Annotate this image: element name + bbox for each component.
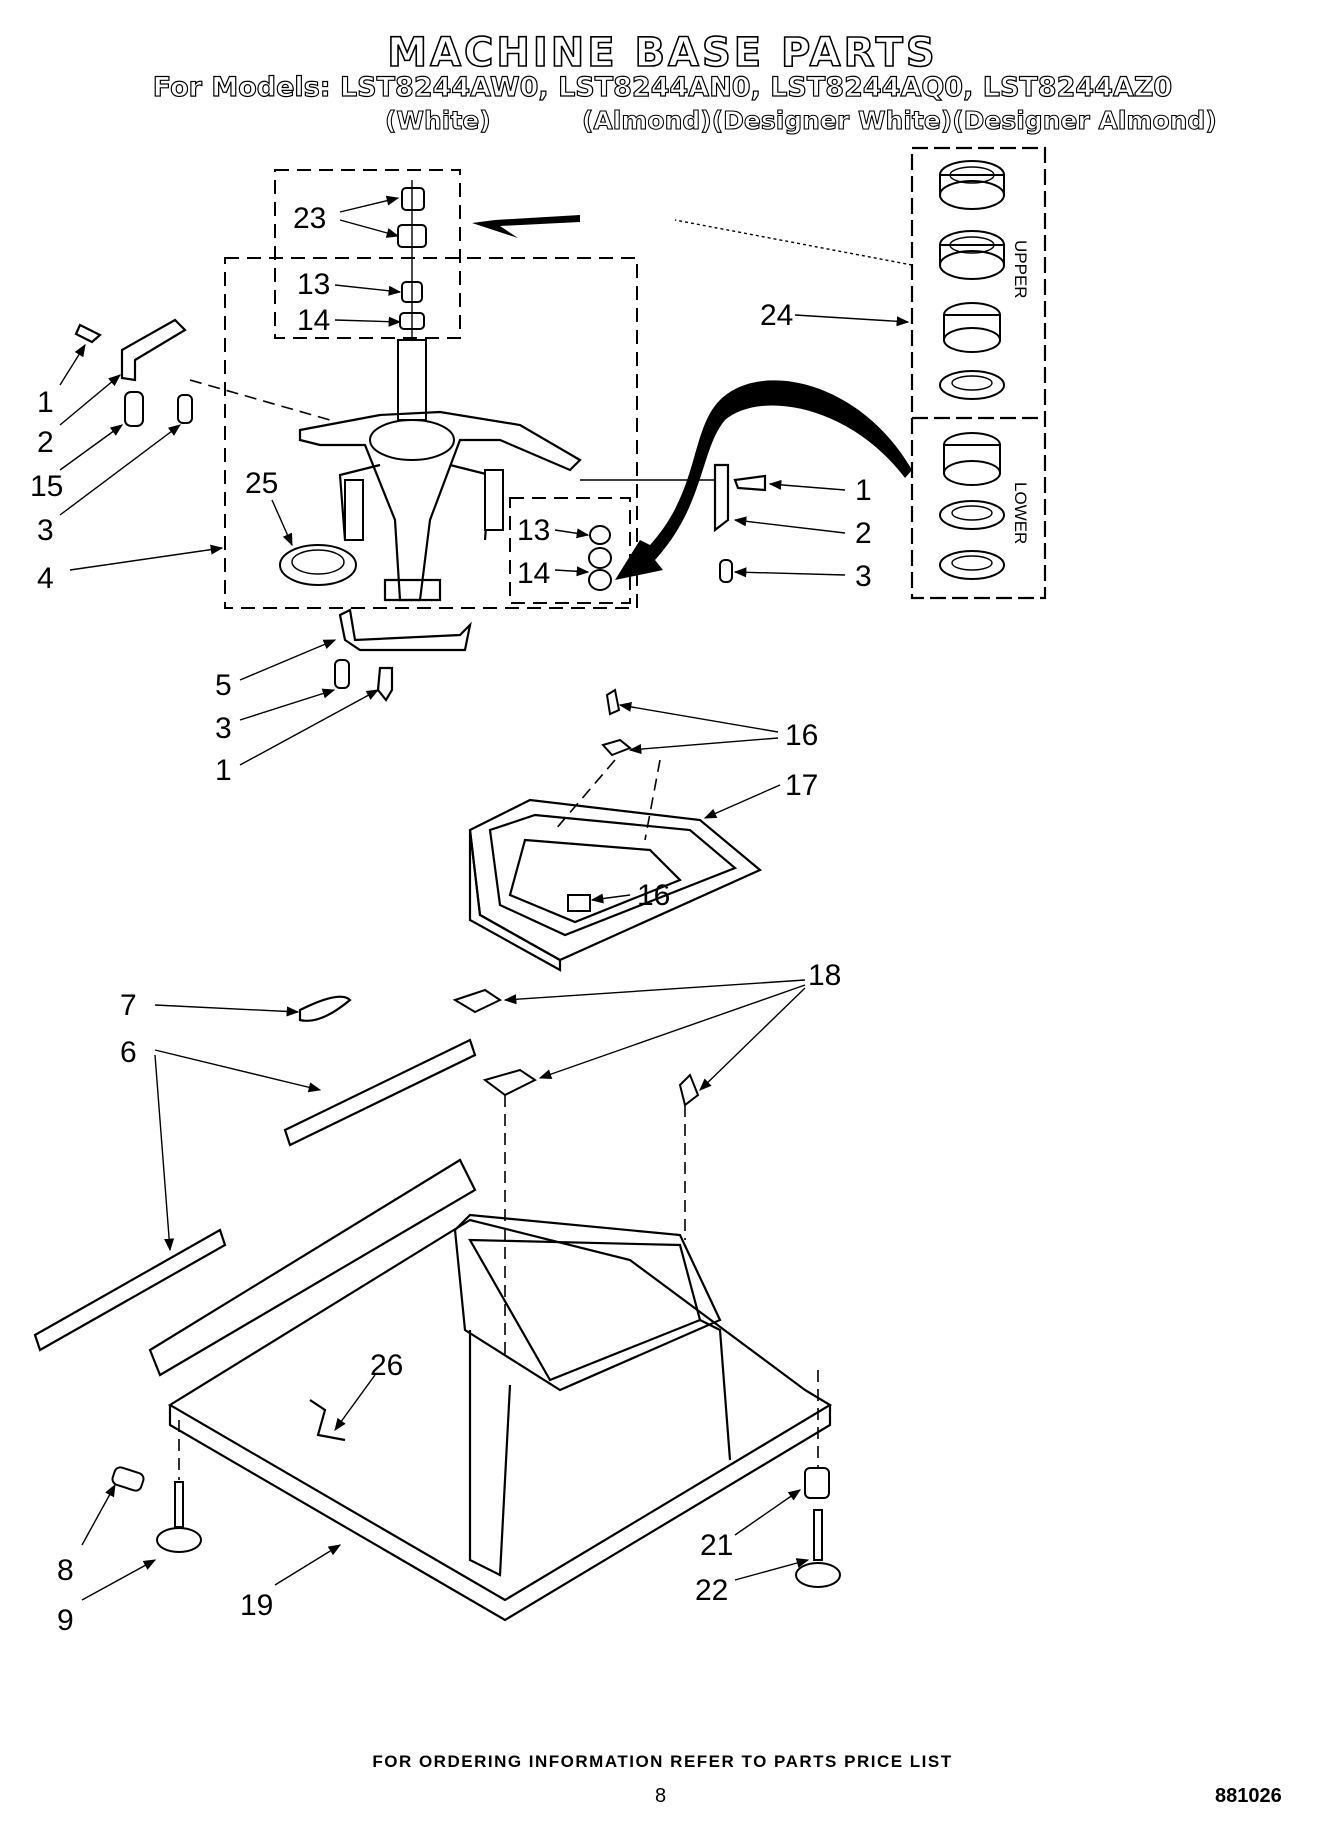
- color-others-label: (Almond)(Designer White)(Designer Almond…: [581, 105, 1217, 135]
- document-number: 881026: [1215, 1785, 1282, 1807]
- callout-3-right: 3: [855, 560, 872, 593]
- callout-18: 18: [808, 959, 841, 992]
- callout-2-left: 2: [37, 426, 54, 459]
- bearing-kit-box: [910, 146, 1047, 600]
- callout-25: 25: [245, 467, 278, 500]
- callout-1-left: 1: [37, 386, 54, 419]
- callout-9: 9: [57, 1604, 74, 1637]
- callout-6: 6: [120, 1036, 137, 1069]
- page-title: MACHINE BASE PARTS: [386, 29, 938, 77]
- callout-5: 5: [215, 669, 232, 702]
- callout-1-lower: 1: [215, 754, 232, 787]
- color-white-label: (White): [384, 105, 491, 135]
- leveling-legs: [111, 1370, 841, 1588]
- curved-arrow-lower: [615, 380, 912, 580]
- callout-19: 19: [240, 1589, 273, 1622]
- callout-16-top: 16: [785, 719, 818, 752]
- callout-17: 17: [785, 769, 818, 802]
- big-arrow-upper: [472, 215, 580, 238]
- lower-kit-label: LOWER: [1011, 482, 1030, 544]
- upper-bearing-box: [274, 169, 461, 339]
- page-number: 8: [655, 1785, 667, 1807]
- ordering-note: FOR ORDERING INFORMATION REFER TO PARTS …: [372, 1752, 953, 1771]
- callout-15: 15: [30, 470, 63, 503]
- callout-21: 21: [700, 1529, 733, 1562]
- callout-23: 23: [293, 202, 326, 235]
- callout-14-lower: 14: [517, 557, 550, 590]
- lower-kit-rings: [939, 432, 1005, 580]
- callout-26: 26: [370, 1349, 403, 1382]
- callout-3-lower: 3: [215, 712, 232, 745]
- callout-8: 8: [57, 1554, 74, 1587]
- callout-22: 22: [695, 1574, 728, 1607]
- seal-ring: [279, 544, 357, 586]
- rails-and-spring: [33, 995, 477, 1352]
- upper-kit-label: UPPER: [1011, 240, 1030, 299]
- callout-14-upper: 14: [297, 304, 330, 337]
- model-list: For Models: LST8244AW0, LST8244AN0, LST8…: [152, 71, 1173, 103]
- lower-bracket-hardware: [334, 608, 472, 702]
- callout-13-upper: 13: [297, 268, 330, 301]
- pads: [452, 988, 700, 1360]
- callout-3-left: 3: [37, 514, 54, 547]
- upper-bearings: [397, 180, 427, 350]
- right-bracket-hardware: [580, 463, 767, 583]
- callout-4: 4: [37, 562, 54, 595]
- lower-bearing-box: [509, 497, 631, 604]
- callout-24: 24: [760, 299, 793, 332]
- left-bracket-hardware: [74, 318, 331, 427]
- callout-16-mid: 16: [637, 879, 670, 912]
- gearcase-frame: [298, 339, 582, 602]
- tub-support: [468, 688, 763, 972]
- callout-7: 7: [120, 989, 137, 1022]
- lower-bearings: [588, 525, 612, 591]
- gearcase-assembly-box: [224, 257, 638, 609]
- base-frame: [148, 1158, 833, 1622]
- leader-arrows: [59, 195, 910, 1601]
- upper-kit-rings: [939, 160, 1005, 400]
- callout-1-right: 1: [855, 474, 872, 507]
- callout-2-right: 2: [855, 517, 872, 550]
- callout-13-lower: 13: [517, 514, 550, 547]
